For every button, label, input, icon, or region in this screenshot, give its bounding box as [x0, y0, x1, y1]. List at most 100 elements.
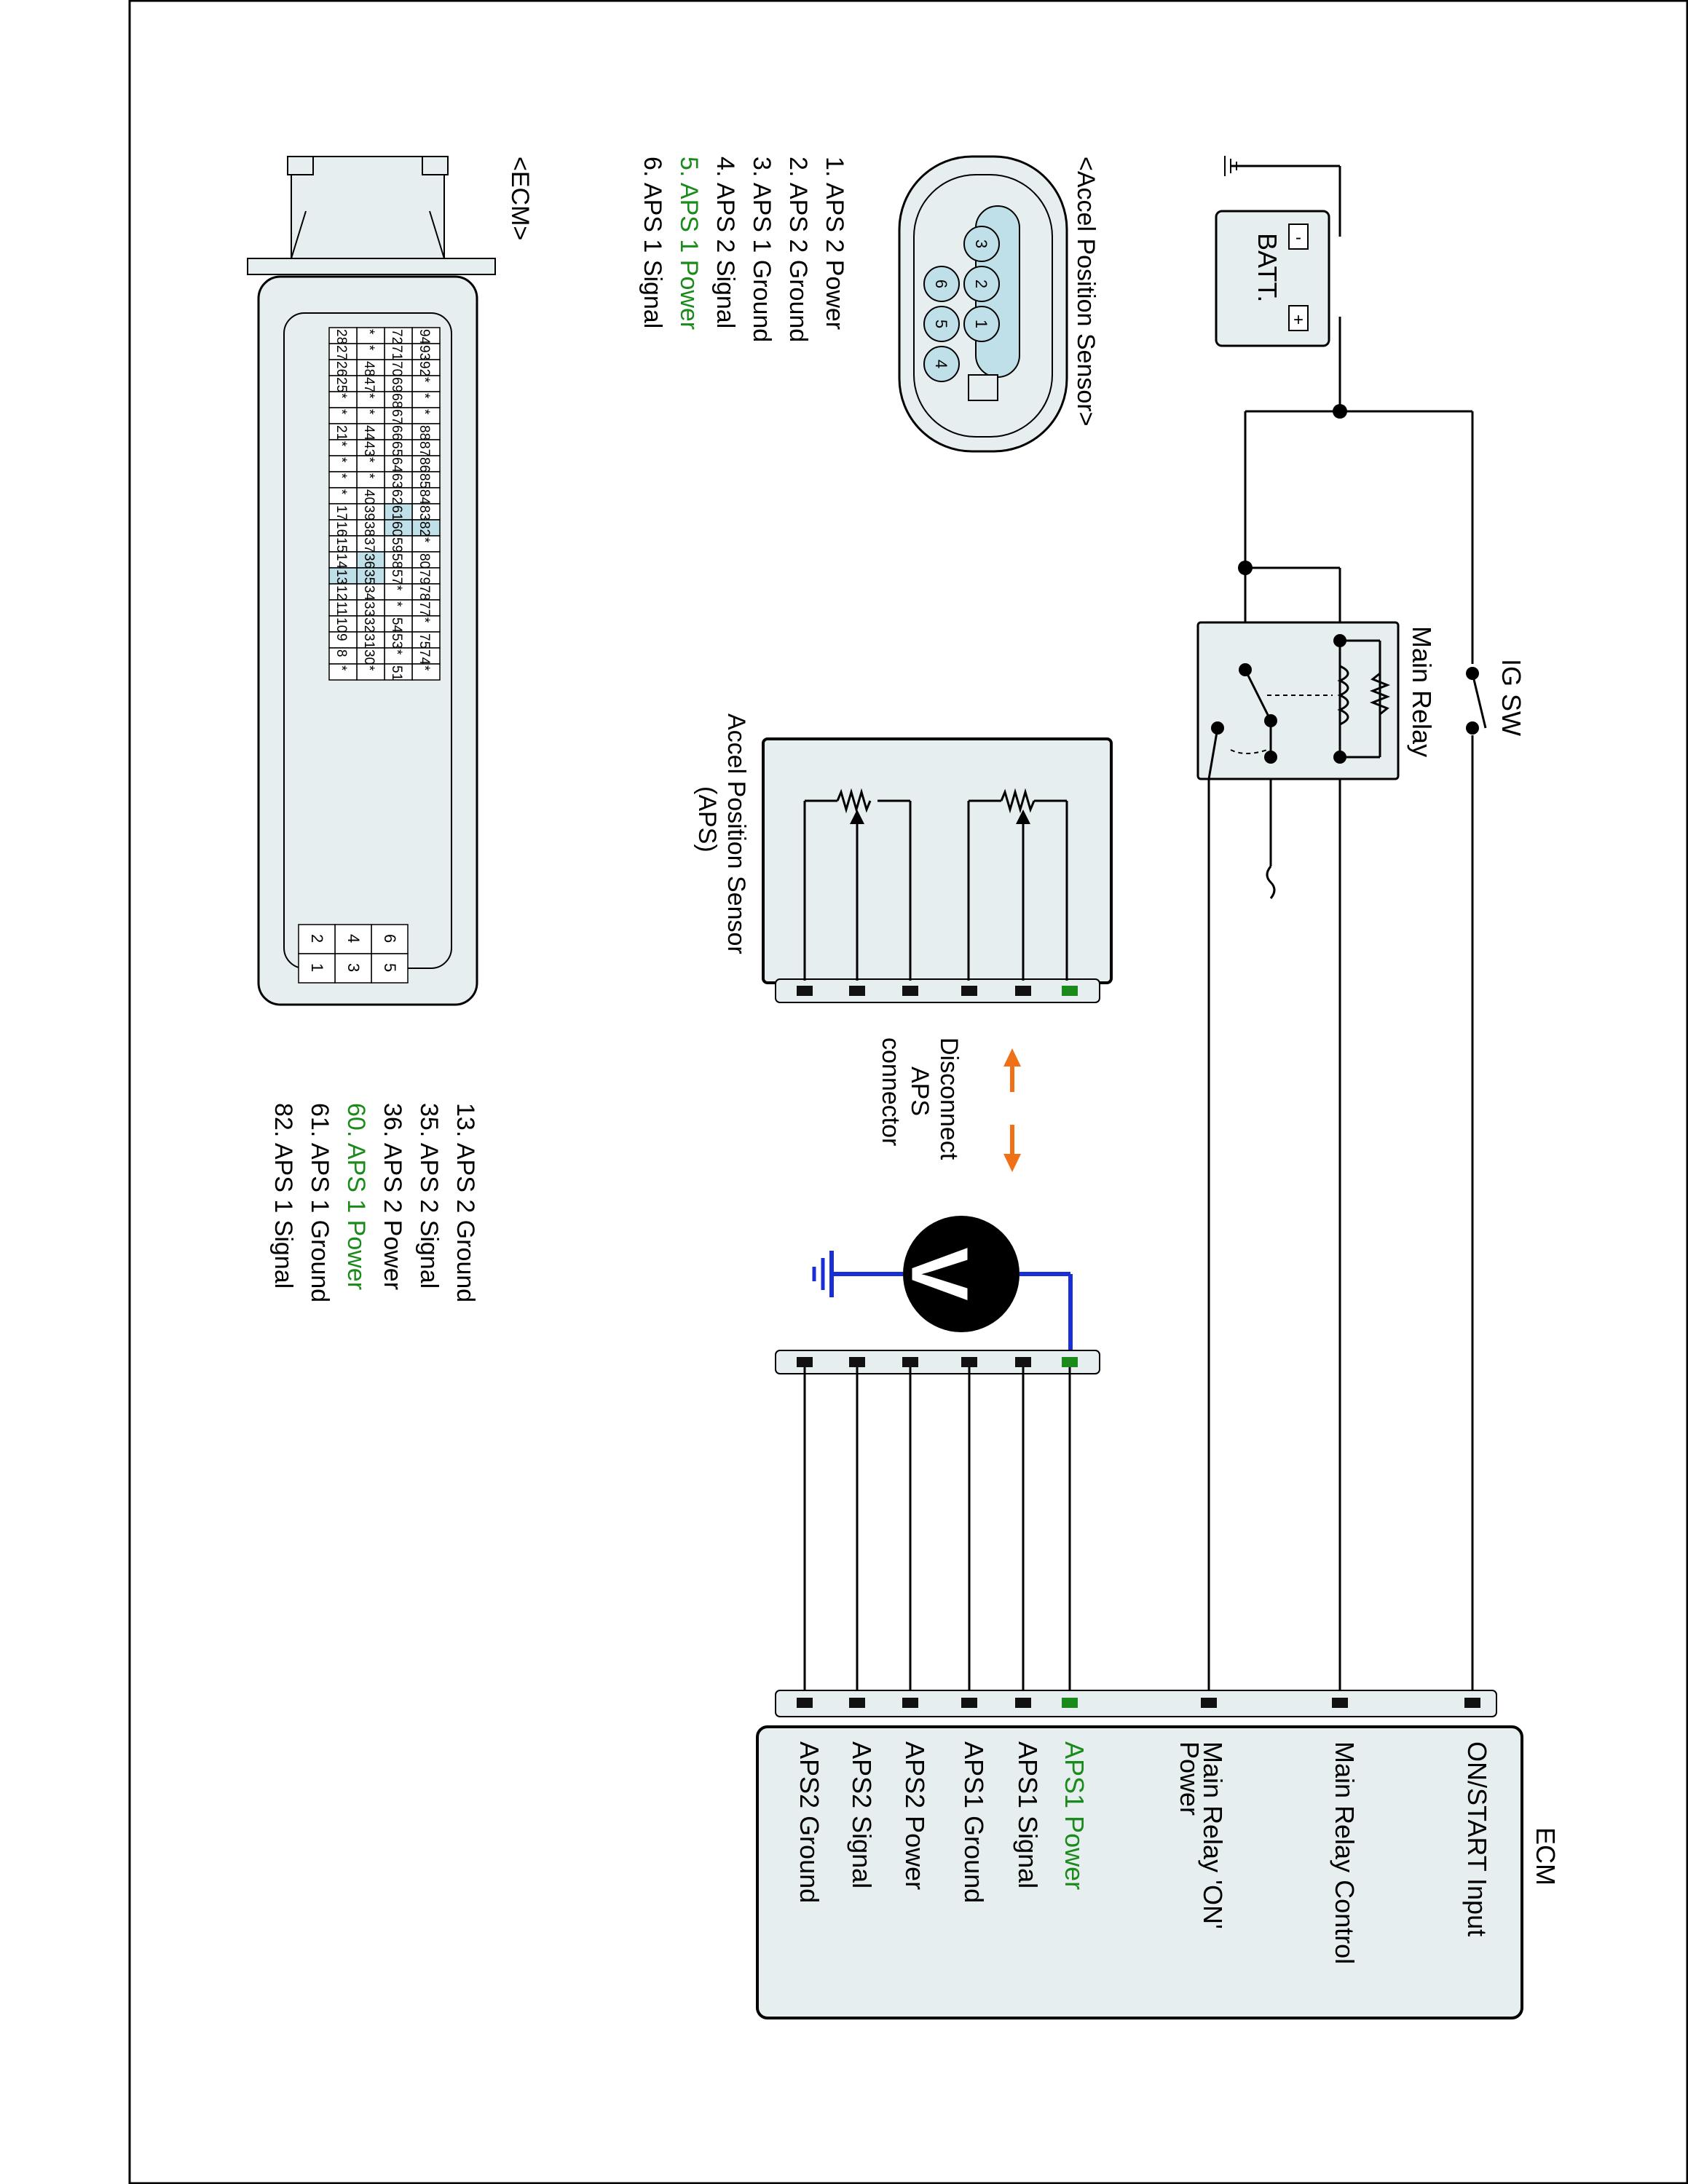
ecm-pin-number: 51: [389, 665, 404, 681]
ecm-pin-number: 32: [361, 617, 376, 633]
aps-connector-title: <Accel Position Sensor>: [1072, 157, 1100, 426]
ecm-pin-number: *: [361, 329, 376, 335]
ig-switch: IG SW: [1466, 659, 1526, 736]
ecm-pin-number: *: [334, 393, 349, 399]
disconnect-label: DisconnectAPSconnector: [877, 1037, 963, 1160]
ecm-pin-number: 21: [334, 425, 349, 440]
main-relay: Main Relay: [1196, 621, 1437, 780]
ecm-pin-number: 35: [361, 569, 376, 585]
relay-body: [1196, 621, 1400, 780]
ecm-terminal-pins: [797, 1698, 1480, 1708]
ecm-pin-number: 27: [334, 345, 349, 360]
aps-face-pin: 4: [932, 360, 950, 368]
ecm-pin-number: *: [361, 457, 376, 463]
ecm-connector: 949392***88878685848382*80797877*7574*72…: [247, 156, 534, 1302]
ecm-pin-number: 67: [389, 409, 404, 424]
ecm-terminal-label: APS2 Signal: [847, 1741, 877, 1888]
power-wires: [1207, 156, 1474, 1707]
ecm-pin-number: 74: [417, 649, 432, 665]
ecm-pin-number: 62: [389, 489, 404, 505]
ecm-terminal-label: Main Relay Control: [1330, 1741, 1360, 1964]
ecm-pin-number: 75: [417, 633, 432, 649]
ecm-pin-list-item: 13. APS 2 Ground: [451, 1103, 479, 1302]
ecm-pin-number: 28: [334, 329, 349, 344]
ecm-pin-number: 53: [389, 633, 404, 649]
ig-sw-label: IG SW: [1496, 659, 1526, 736]
ecm-pin-number: 80: [417, 553, 432, 569]
ecm-pin-number: *: [389, 601, 404, 607]
ecm-pin-grid: 949392***88878685848382*80797877*7574*72…: [328, 327, 441, 681]
ecm-pin-number: 59: [389, 537, 404, 553]
ecm-small-pin-number: 2: [308, 934, 326, 943]
ecm-pin-number: 57: [389, 569, 404, 585]
voltmeter[interactable]: V: [812, 1216, 1073, 1365]
ecm-pin-number: 82: [417, 521, 432, 537]
ecm-pin-number: 78: [417, 585, 432, 601]
ecm-pin-list-item: 82. APS 1 Signal: [269, 1103, 297, 1289]
junctions: [1238, 404, 1347, 575]
ecm-pin-number: *: [417, 409, 432, 415]
ecm-pin-number: 11: [334, 601, 349, 616]
ecm-pin-number: 34: [361, 585, 376, 601]
ecm-pin-number: 31: [361, 633, 376, 649]
ecm-pin-number: 64: [389, 457, 404, 473]
ecm-small-pin-number: 3: [344, 963, 363, 972]
ecm-pin-number: 79: [417, 569, 432, 585]
aps-pin-list-item: 6. APS 1 Signal: [639, 157, 666, 328]
ecm-pin-number: 85: [417, 473, 432, 488]
ecm-small-pin-cell: [371, 924, 409, 954]
ecm-pin-number: *: [334, 409, 349, 415]
aps-face-pin: 3: [972, 240, 990, 248]
ecm-pin-number: *: [417, 665, 432, 671]
battery: - + BATT.: [1215, 210, 1330, 347]
ecm-pin-number: 26: [334, 361, 349, 376]
ecm-terminal-label: APS1 Signal: [1013, 1741, 1043, 1888]
ecm-pin-number: 87: [417, 441, 432, 456]
ecm-pin-number: 88: [417, 425, 432, 440]
ecm-small-pin-cell: [298, 953, 336, 984]
ecm-pin-number: 61: [389, 505, 404, 521]
ecm-pin-list-item: 61. APS 1 Ground: [306, 1103, 334, 1302]
ecm-pin-list-item: 35. APS 2 Signal: [415, 1103, 443, 1289]
ecm-pin-number: 43: [361, 441, 376, 456]
ecm-pin-number: *: [361, 473, 376, 479]
disconnect-arrows: [1003, 1048, 1021, 1172]
ecm-pin-number: 63: [389, 473, 404, 488]
ecm-pin-number: 92: [417, 361, 432, 376]
ecm-pin-number: 13: [334, 569, 349, 585]
ecm-pin-number: *: [417, 537, 432, 543]
ecm-terminal-label: APS2 Ground: [794, 1741, 824, 1903]
ecm-pin-number: *: [334, 665, 349, 671]
ecm-pin-number: 70: [389, 361, 404, 376]
ecm-pin-number: 37: [361, 537, 376, 553]
ecm-pin-number: *: [417, 377, 432, 383]
ecm-pin-cell: [328, 663, 358, 681]
ecm-pin-list-item: 36. APS 2 Power: [379, 1103, 406, 1290]
aps-harness-wires: [803, 1367, 1071, 1707]
main-relay-label: Main Relay: [1407, 626, 1437, 757]
ecm-pin-number: 83: [417, 505, 432, 521]
ecm-pin-number: *: [361, 665, 376, 671]
ecm-pin-number: 16: [334, 521, 349, 537]
aps-pin-list-item: 3. APS 1 Ground: [748, 157, 776, 342]
ecm-pin-number: 77: [417, 601, 432, 617]
harness-connector: [775, 1350, 1100, 1374]
ecm-small-pin-number: 1: [308, 963, 326, 972]
battery-plus: +: [1293, 310, 1304, 330]
aps-pin-list-item: 2. APS 2 Ground: [784, 157, 812, 342]
ecm-terminal-label: Main Relay 'ON'Power: [1175, 1741, 1228, 1929]
ecm-pin-number: *: [361, 345, 376, 351]
aps-sensor: Accel Position Sensor(APS): [693, 713, 1113, 1003]
aps-pin-list-item: 5. APS 1 Power: [675, 157, 703, 330]
ecm-pin-number: 12: [334, 585, 349, 601]
voltmeter-body[interactable]: [903, 1216, 1019, 1332]
ecm-pin-number: 33: [361, 601, 376, 617]
aps-pin-list-item: 4. APS 2 Signal: [711, 157, 739, 328]
ecm-pin-number: 17: [334, 505, 349, 521]
aps-face-pin: 5: [932, 320, 950, 328]
